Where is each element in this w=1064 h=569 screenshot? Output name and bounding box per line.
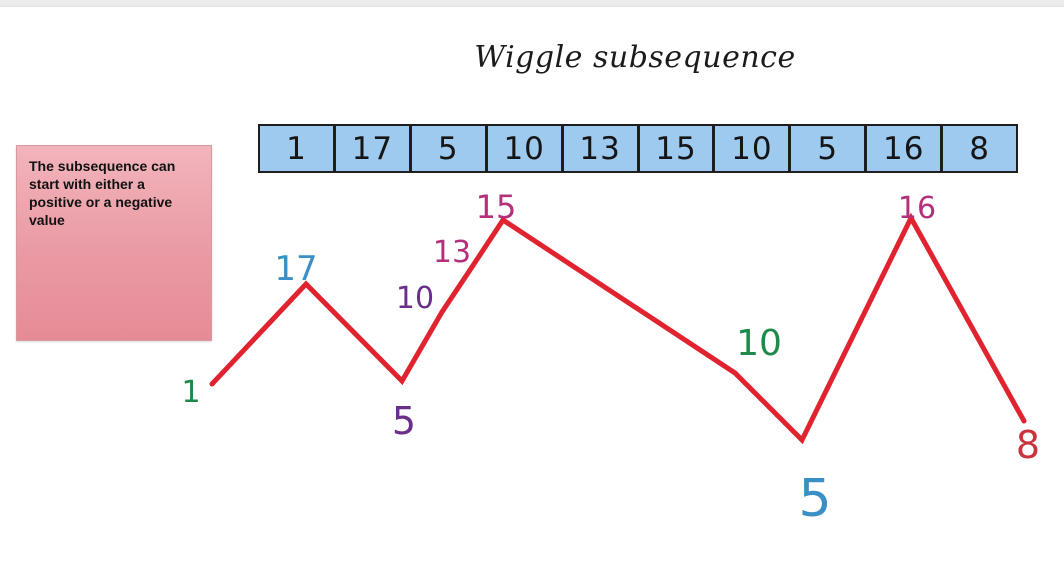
point-label: 10 [736,323,782,364]
point-label: 5 [798,469,831,529]
point-label: 16 [898,191,936,226]
array-cell: 10 [715,126,792,171]
array-strip: 1 17 5 10 13 15 10 5 16 8 [258,124,1018,173]
array-cell: 8 [969,130,990,167]
array-cell: 5 [412,126,488,171]
array-cell: 17 [336,126,412,171]
array-cell: 15 [640,126,716,171]
array-cell: 13 [564,126,640,171]
array-cell: 16 [867,126,944,171]
top-bar [0,0,1064,7]
point-label: 10 [396,281,434,316]
wiggle-line [209,212,1027,445]
page-title: Wiggle subsequence [474,40,796,75]
point-label: 1 [181,375,200,410]
point-label: 13 [433,235,471,270]
point-label: 5 [392,399,416,443]
array-cell: 1 [260,126,336,171]
array-cell: 10 [488,126,564,171]
array-cell: 5 [791,126,868,171]
point-label: 8 [1016,423,1040,467]
point-label: 15 [476,188,517,226]
sticky-note[interactable]: The subsequence can start with either a … [16,145,212,341]
point-label: 17 [274,249,317,289]
